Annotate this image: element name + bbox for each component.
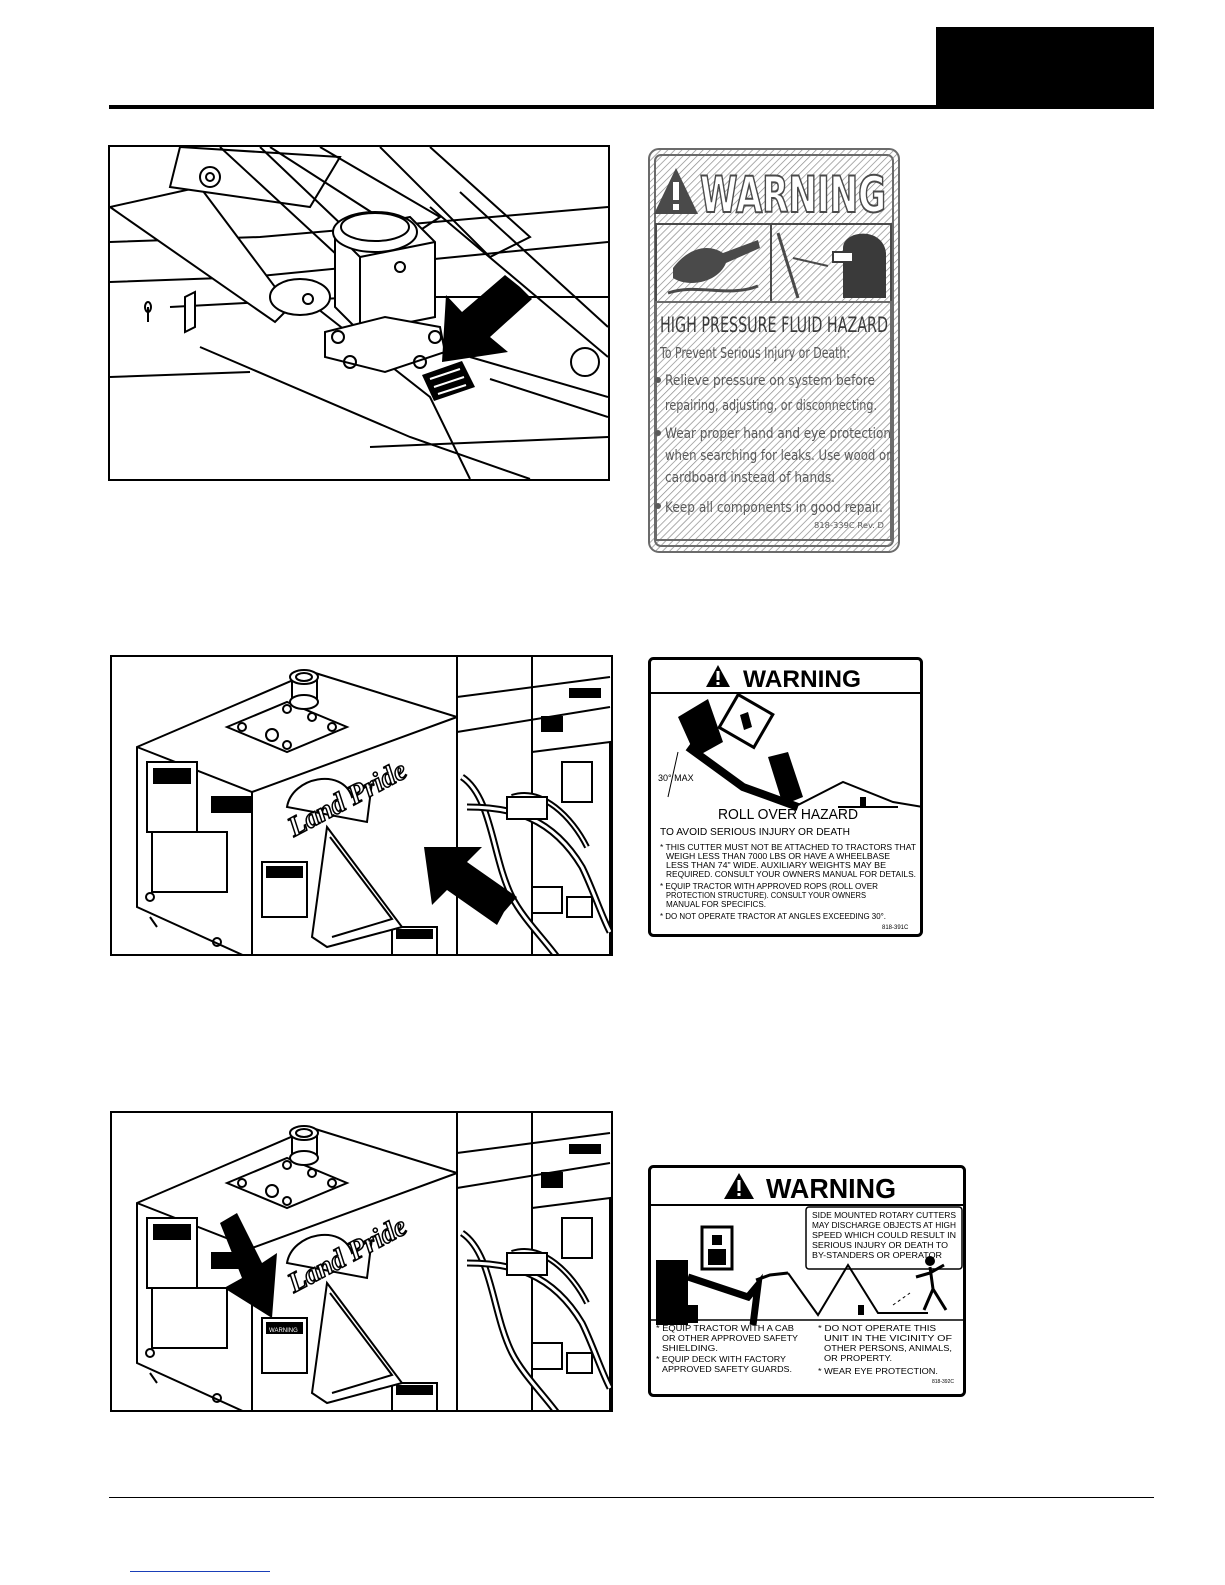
decal-2-bullet-1-line-3: LESS THAN 74" WIDE. AUXILIARY WEIGHTS MA… <box>666 861 886 870</box>
decal-3-left-1-line-3: SHIELDING. <box>662 1344 718 1353</box>
location-arrow-icon <box>220 1213 277 1318</box>
bullet-icon <box>655 503 661 509</box>
location-arrow-icon <box>424 847 517 925</box>
decal-3-right-1-line-3: OTHER PERSONS, ANIMALS, <box>824 1344 952 1353</box>
section-tab-block <box>936 27 1154 106</box>
gearbox-drawing <box>110 147 608 479</box>
bullet-icon <box>655 377 661 383</box>
decal-roll-over-hazard: WARNING 30° MAX ROLL OVER HAZARD TO AVOI… <box>648 657 923 937</box>
decal-2-bullet-1-line-2: WEIGH LESS THAN 7000 LBS OR HAVE A WHEEL… <box>666 852 890 861</box>
illustration-gearbox-decal-location <box>108 145 610 481</box>
decal-2-bullet-1-line-1: * THIS CUTTER MUST NOT BE ATTACHED TO TR… <box>660 843 916 852</box>
decal-3-headline: WARNING <box>766 1173 896 1204</box>
decal-2-bullet-1-line-4: REQUIRED. CONSULT YOUR OWNERS MANUAL FOR… <box>666 870 916 879</box>
decal-1-headline: WARNING <box>700 166 886 224</box>
hand-injection-icon <box>667 240 760 295</box>
decal-3-left-2-line-2: APPROVED SAFETY GUARDS. <box>662 1365 792 1374</box>
warning-triangle-icon <box>654 168 698 214</box>
decal-2-headline: WARNING <box>743 666 861 693</box>
footer-link-underline[interactable] <box>130 1571 270 1572</box>
decal-3-right-1-line-2: UNIT IN THE VICINITY OF <box>824 1334 952 1343</box>
decal-2-part-number: 818-391C <box>882 925 909 931</box>
decal-2-bullet-2-line-1: * EQUIP TRACTOR WITH APPROVED ROPS (ROLL… <box>660 882 878 891</box>
decal-3-right-2-line-1: * WEAR EYE PROTECTION. <box>818 1367 938 1376</box>
side-discharge-pictogram-icon <box>656 1225 948 1326</box>
bullet-icon <box>655 430 661 436</box>
decal-plate-location <box>422 361 475 401</box>
decal-3-left-1-line-2: OR OTHER APPROVED SAFETY <box>662 1334 799 1343</box>
decal-1-bullet-3-line-1: Keep all components in good repair. <box>665 500 883 516</box>
decal-1-bullet-2-line-2: when searching for leaks. Use wood or <box>665 448 891 464</box>
tractor-rollover-icon <box>667 692 923 811</box>
decal-1-hazard-title: HIGH PRESSURE FLUID HAZARD <box>660 313 888 337</box>
location-arrow-icon <box>442 275 532 362</box>
decal-3-left-2-line-1: * EQUIP DECK WITH FACTORY <box>656 1355 787 1364</box>
warning-triangle-icon <box>706 665 730 687</box>
decal-1-part-number: 818-339C Rev. D <box>814 521 884 530</box>
decal-1-bullet-2-line-1: Wear proper hand and eye protection <box>665 426 891 442</box>
decal-3-part-number: 818-392C <box>932 1379 954 1385</box>
eye-protection-icon <box>776 232 886 299</box>
decal-3-box-line-4: SERIOUS INJURY OR DEATH TO <box>812 1241 948 1250</box>
decal-2-hazard-title: ROLL OVER HAZARD <box>718 806 858 823</box>
housing-drawing-1: Land Pride <box>112 657 611 954</box>
decal-1-bullet-1-line-2: repairing, adjusting, or disconnecting. <box>665 398 877 414</box>
decal-3-box-line-5: BY-STANDERS OR OPERATOR <box>812 1251 942 1260</box>
decal-2-subtitle: TO AVOID SERIOUS INJURY OR DEATH <box>660 827 850 838</box>
decal-3-right-1-line-1: * DO NOT OPERATE THIS <box>818 1324 936 1333</box>
decal-2-bullet-2-line-3: MANUAL FOR SPECIFICS. <box>666 900 766 909</box>
decal-1-bullet-2-line-3: cardboard instead of hands. <box>665 470 835 486</box>
illustration-roll-over-decal-location: Land Pride <box>110 655 613 956</box>
header-rule <box>109 105 1154 109</box>
small-decal-label: WARNING <box>269 1328 298 1334</box>
decal-2-bullet-2-line-2: PROTECTION STRUCTURE). CONSULT YOUR OWNE… <box>666 891 866 900</box>
decal-3-right-1-line-4: OR PROPERTY. <box>824 1354 892 1363</box>
decal-2-angle-label: 30° MAX <box>658 773 694 783</box>
decal-1-bullet-1-line-1: Relieve pressure on system before <box>665 373 875 389</box>
warning-triangle-icon <box>724 1173 754 1199</box>
decal-high-pressure-fluid-hazard: WARNING HIGH PRESSURE FLUID HAZARD To Pr… <box>648 148 900 553</box>
illustration-side-discharge-decal-location: Land Pride WARNING <box>110 1111 613 1412</box>
footer-rule <box>109 1497 1154 1498</box>
decal-3-box-line-3: SPEED WHICH COULD RESULT IN <box>812 1231 956 1240</box>
decal-2-bullet-3-line-1: * DO NOT OPERATE TRACTOR AT ANGLES EXCEE… <box>660 912 886 921</box>
decal-3-box-line-1: SIDE MOUNTED ROTARY CUTTERS <box>812 1211 956 1220</box>
decal-3-left-1-line-1: * EQUIP TRACTOR WITH A CAB <box>656 1324 794 1333</box>
decal-1-subtitle: To Prevent Serious Injury or Death: <box>659 344 850 362</box>
decal-3-box-line-2: MAY DISCHARGE OBJECTS AT HIGH <box>812 1221 956 1230</box>
housing-drawing-2: Land Pride WARNING <box>112 1113 611 1410</box>
decal-side-discharge-hazard: WARNING SIDE MOUNTED ROTARY CUTTERS MAY … <box>648 1165 966 1397</box>
